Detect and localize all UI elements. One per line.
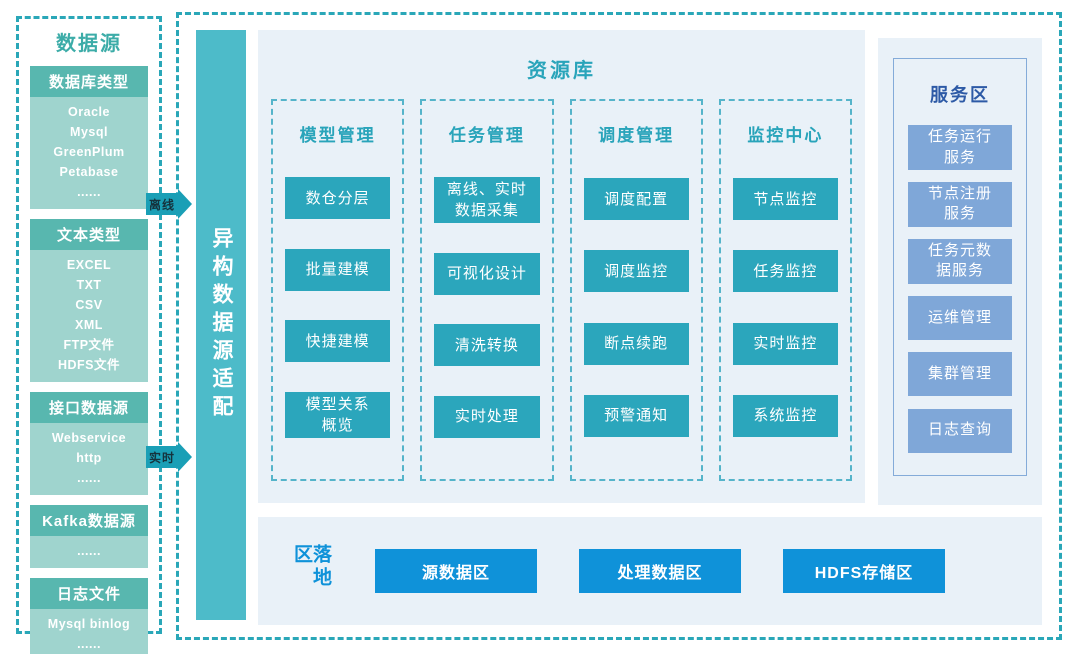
module-block: 任务监控 <box>732 250 838 293</box>
source-item: GreenPlum <box>53 145 125 159</box>
group-header: 数据库类型 <box>30 66 148 97</box>
module-block: 模型关系 概览 <box>285 391 391 438</box>
landing-zone-title: 落地区 <box>291 544 331 590</box>
column-header: 任务管理 <box>448 126 525 145</box>
column-schedule-management: 调度管理 调度配置 调度监控 断点续跑 预警通知 <box>569 99 703 481</box>
column-items: 数仓分层 批量建模 快捷建模 模型关系 概览 <box>285 148 391 467</box>
arrow-right-icon <box>178 189 193 219</box>
source-item: Petabase <box>59 165 119 179</box>
column-items: 离线、实时 数据采集 可视化设计 清洗转换 实时处理 <box>434 148 540 467</box>
group-log-files: 日志文件 Mysql binlog ...... <box>30 578 148 654</box>
source-item: FTP文件 <box>63 338 115 352</box>
ellipsis-item: ...... <box>77 471 101 485</box>
source-item: http <box>76 451 102 465</box>
column-model-management: 模型管理 数仓分层 批量建模 快捷建模 模型关系 概览 <box>271 99 405 481</box>
data-sources-panel: 数据源 数据库类型 Oracle Mysql GreenPlum Petabas… <box>16 16 162 654</box>
module-block: 预警通知 <box>583 394 689 437</box>
storage-block: 处理数据区 <box>579 549 741 593</box>
module-block: 断点续跑 <box>583 322 689 365</box>
adapter-bar: 异构数据源适配 <box>196 30 246 620</box>
service-block: 集群管理 <box>908 352 1012 397</box>
service-items: 任务运行 服务 节点注册 服务 任务元数 据服务 运维管理 集群管理 日志查询 <box>908 113 1012 465</box>
service-block: 任务元数 据服务 <box>908 239 1012 284</box>
arrow-right-icon <box>178 442 193 472</box>
group-kafka-sources: Kafka数据源 ...... <box>30 505 148 568</box>
module-block: 实时处理 <box>434 395 540 438</box>
ellipsis-item: ...... <box>77 185 101 199</box>
source-item: CSV <box>75 298 103 312</box>
module-block: 可视化设计 <box>434 252 540 295</box>
source-item: XML <box>75 318 103 332</box>
group-body: Webservice http ...... <box>30 423 148 495</box>
service-block: 运维管理 <box>908 295 1012 340</box>
module-block: 批量建模 <box>285 248 391 291</box>
column-monitor-center: 监控中心 节点监控 任务监控 实时监控 系统监控 <box>718 99 852 481</box>
group-body: Mysql binlog ...... <box>30 609 148 654</box>
realtime-flow-arrow: 实时 <box>146 442 193 472</box>
module-block: 离线、实时 数据采集 <box>434 177 540 224</box>
module-block: 节点监控 <box>732 178 838 221</box>
module-block: 实时监控 <box>732 322 838 365</box>
landing-zone-panel: 落地区 源数据区 处理数据区 HDFS存储区 <box>258 517 1042 625</box>
group-header: 日志文件 <box>30 578 148 609</box>
data-sources-title: 数据源 <box>56 33 122 55</box>
service-zone-title: 服务区 <box>930 85 990 105</box>
group-header: Kafka数据源 <box>30 505 148 536</box>
platform-boundary <box>176 12 1062 640</box>
column-header: 监控中心 <box>747 126 824 145</box>
column-items: 调度配置 调度监控 断点续跑 预警通知 <box>583 148 689 467</box>
module-block: 快捷建模 <box>285 320 391 363</box>
group-database-types: 数据库类型 Oracle Mysql GreenPlum Petabase ..… <box>30 66 148 209</box>
storage-block: 源数据区 <box>375 549 537 593</box>
module-block: 数仓分层 <box>285 177 391 220</box>
service-zone-panel: 服务区 任务运行 服务 节点注册 服务 任务元数 据服务 运维管理 集群管理 日… <box>878 38 1042 505</box>
module-block: 清洗转换 <box>434 324 540 367</box>
resource-columns: 模型管理 数仓分层 批量建模 快捷建模 模型关系 概览 任务管理 离线、实时 数… <box>258 99 865 481</box>
source-item: Webservice <box>51 431 127 445</box>
realtime-arrow-label: 实时 <box>146 446 179 468</box>
source-item: HDFS文件 <box>57 358 121 372</box>
ellipsis-item: ...... <box>77 544 101 558</box>
group-body: Oracle Mysql GreenPlum Petabase ...... <box>30 97 148 209</box>
landing-items: 源数据区 处理数据区 HDFS存储区 <box>375 549 945 593</box>
module-block: 系统监控 <box>732 394 838 437</box>
resource-library-panel: 资源库 模型管理 数仓分层 批量建模 快捷建模 模型关系 概览 任务管理 离线、… <box>258 30 865 503</box>
ellipsis-item: ...... <box>77 637 101 651</box>
column-header: 调度管理 <box>598 126 675 145</box>
column-header: 模型管理 <box>299 126 376 145</box>
service-block: 日志查询 <box>908 408 1012 453</box>
group-text-types: 文本类型 EXCEL TXT CSV XML FTP文件 HDFS文件 <box>30 219 148 382</box>
storage-block: HDFS存储区 <box>783 549 945 593</box>
source-item: Mysql <box>70 125 108 139</box>
source-item: TXT <box>76 278 102 292</box>
group-header: 文本类型 <box>30 219 148 250</box>
source-item: Mysql binlog <box>47 617 131 631</box>
column-task-management: 任务管理 离线、实时 数据采集 可视化设计 清洗转换 实时处理 <box>420 99 554 481</box>
source-item: EXCEL <box>66 258 112 272</box>
group-body: ...... <box>30 536 148 568</box>
column-items: 节点监控 任务监控 实时监控 系统监控 <box>732 148 838 467</box>
module-block: 调度配置 <box>583 178 689 221</box>
group-interface-sources: 接口数据源 Webservice http ...... <box>30 392 148 495</box>
offline-arrow-label: 离线 <box>146 193 179 215</box>
service-block: 任务运行 服务 <box>908 125 1012 170</box>
group-header: 接口数据源 <box>30 392 148 423</box>
service-block: 节点注册 服务 <box>908 182 1012 227</box>
service-zone-box: 服务区 任务运行 服务 节点注册 服务 任务元数 据服务 运维管理 集群管理 日… <box>893 58 1027 476</box>
offline-flow-arrow: 离线 <box>146 189 193 219</box>
group-body: EXCEL TXT CSV XML FTP文件 HDFS文件 <box>30 250 148 382</box>
resource-library-title: 资源库 <box>527 60 596 82</box>
module-block: 调度监控 <box>583 250 689 293</box>
source-item: Oracle <box>68 105 110 119</box>
